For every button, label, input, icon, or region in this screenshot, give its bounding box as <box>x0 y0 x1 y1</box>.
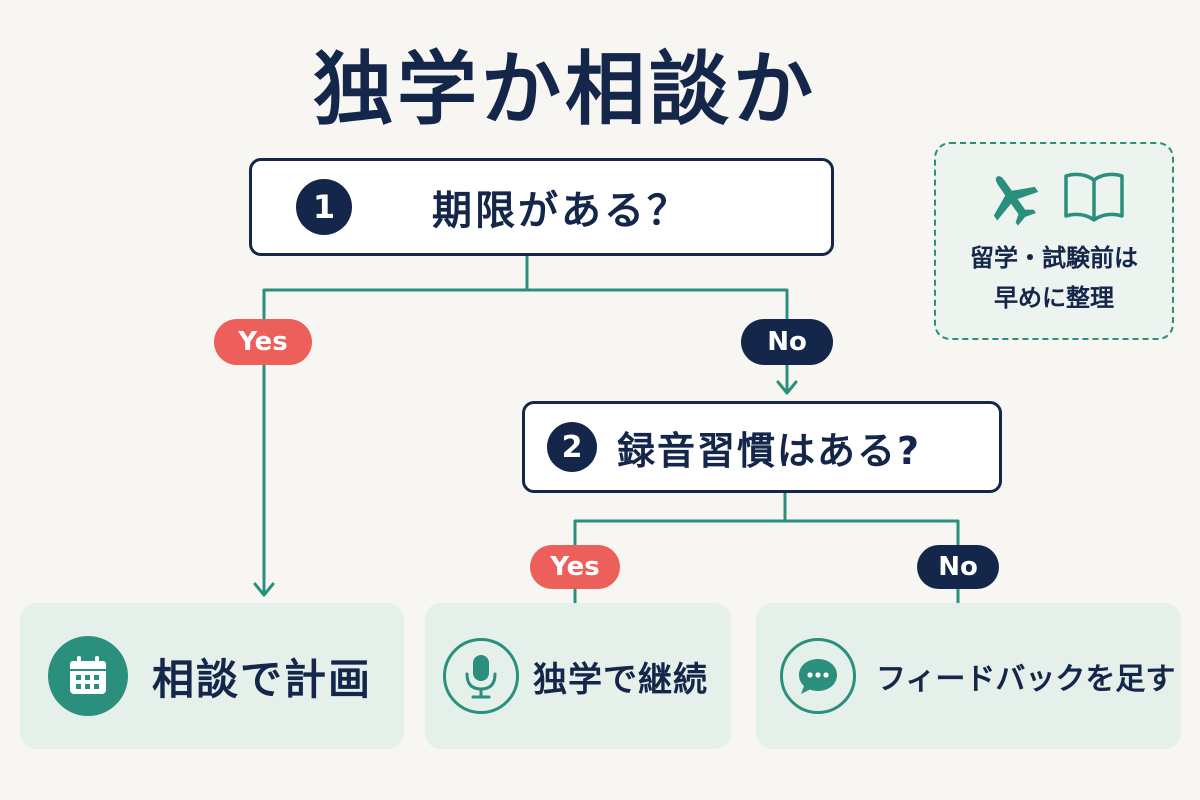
chat-bubble-icon <box>780 638 856 714</box>
result-add-feedback-text: フィードバックを足す <box>876 662 1176 697</box>
question-2-text: 録音習慣はある? <box>617 428 922 473</box>
note-box: 留学・試験前は 早めに整理 <box>934 142 1174 340</box>
diagram-title: 独学か相談か <box>313 43 817 136</box>
airplane-icon <box>981 168 1043 228</box>
q2-yes-label: Yes <box>530 545 620 589</box>
result-consult-plan-text: 相談で計画 <box>152 654 373 704</box>
note-line-2: 早めに整理 <box>994 284 1114 312</box>
result-consult-plan: 相談で計画 <box>20 603 404 749</box>
arrowhead-q1-no <box>776 380 798 395</box>
result-self-study: 独学で継続 <box>425 603 731 749</box>
microphone-icon <box>443 638 519 714</box>
note-line-1: 留学・試験前は <box>970 244 1138 272</box>
result-self-study-text: 独学で継続 <box>533 659 708 700</box>
result-add-feedback: フィードバックを足す <box>756 603 1181 749</box>
q1-yes-label: Yes <box>214 319 312 365</box>
arrowhead-q1-yes <box>253 582 275 597</box>
connector-q2-split <box>573 519 960 547</box>
calendar-icon <box>48 636 128 716</box>
question-1-box: 1 期限がある？ <box>249 158 834 256</box>
open-book-icon <box>1061 168 1127 228</box>
q1-no-label: No <box>741 319 833 365</box>
question-1-text: 期限がある？ <box>432 188 690 234</box>
question-1-number: 1 <box>296 179 352 235</box>
connector-q1-split <box>262 288 789 320</box>
question-2-box: 2 録音習慣はある? <box>522 401 1002 493</box>
question-2-number: 2 <box>547 422 597 472</box>
q2-no-label: No <box>917 545 999 589</box>
